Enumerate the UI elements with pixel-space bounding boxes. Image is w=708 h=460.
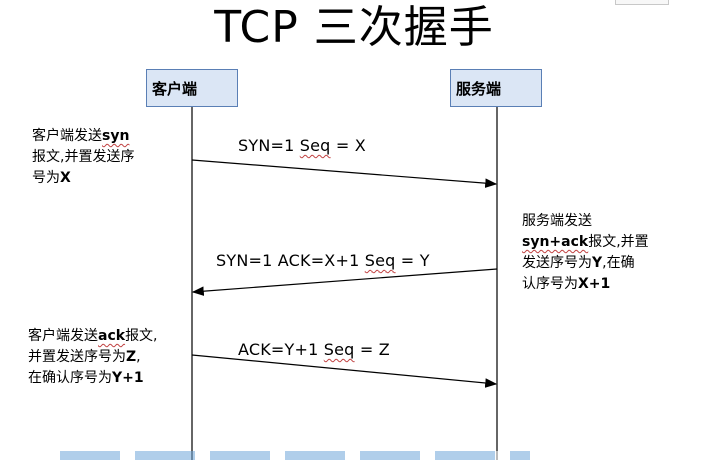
message-syn-seq: Seq [299, 136, 331, 155]
note-value: X [60, 170, 71, 186]
cropped-bottom-decoration [60, 451, 530, 460]
server-actor-box: 服务端 [450, 69, 542, 107]
message-syn-post: = X [330, 136, 366, 155]
note-value: Z [126, 349, 137, 365]
arrow-syn [191, 159, 498, 188]
arrow-ack [191, 354, 498, 388]
message-syn-ack: SYN=1 ACK=X+1 Seq = Y [216, 251, 430, 270]
message-ack-pre: ACK=Y+1 [238, 340, 324, 359]
note-step3: 客户端发送ack报文, 并置发送序号为Z, 在确认序号为Y+1 [28, 326, 198, 389]
note-text: 认序号为 [522, 276, 578, 292]
note-text: 报文, [125, 328, 158, 344]
note-text: 客户端发送 [32, 128, 102, 144]
page-title: TCP 三次握手 [214, 2, 494, 53]
message-synack-seq: Seq [364, 251, 396, 270]
message-ack: ACK=Y+1 Seq = Z [238, 340, 390, 359]
note-text: 服务端发送 [522, 213, 592, 229]
note-keyword: ack [98, 328, 126, 344]
note-text: 并置发送序号为 [28, 349, 126, 365]
note-text: 在确认序号为 [28, 370, 112, 386]
note-value: Y+1 [112, 370, 144, 386]
note-text: 客户端发送 [28, 328, 98, 344]
message-synack-pre: SYN=1 ACK=X+1 [216, 251, 365, 270]
message-syn-pre: SYN=1 [238, 136, 300, 155]
note-keyword: syn [102, 128, 130, 144]
note-value: Y [592, 255, 603, 271]
arrow-syn-ack [191, 268, 498, 296]
note-text: , [136, 349, 141, 365]
message-synack-post: = Y [395, 251, 430, 270]
message-syn: SYN=1 Seq = X [238, 136, 366, 155]
note-text: 报文,并置发送序 [32, 149, 135, 165]
window-edge-tab [615, 0, 669, 5]
note-step1: 客户端发送syn 报文,并置发送序 号为X [32, 126, 192, 189]
note-text: 号为 [32, 170, 60, 186]
note-value: X+1 [578, 276, 611, 292]
message-ack-post: = Z [354, 340, 390, 359]
client-actor-box: 客户端 [146, 69, 238, 107]
note-text: ,在确 [602, 255, 635, 271]
note-step2: 服务端发送 syn+ack报文,并置 发送序号为Y,在确 认序号为X+1 [522, 211, 702, 295]
message-ack-seq: Seq [323, 340, 355, 359]
note-keyword: syn+ack [522, 234, 589, 250]
note-text: 报文,并置 [588, 234, 649, 250]
note-text: 发送序号为 [522, 255, 592, 271]
